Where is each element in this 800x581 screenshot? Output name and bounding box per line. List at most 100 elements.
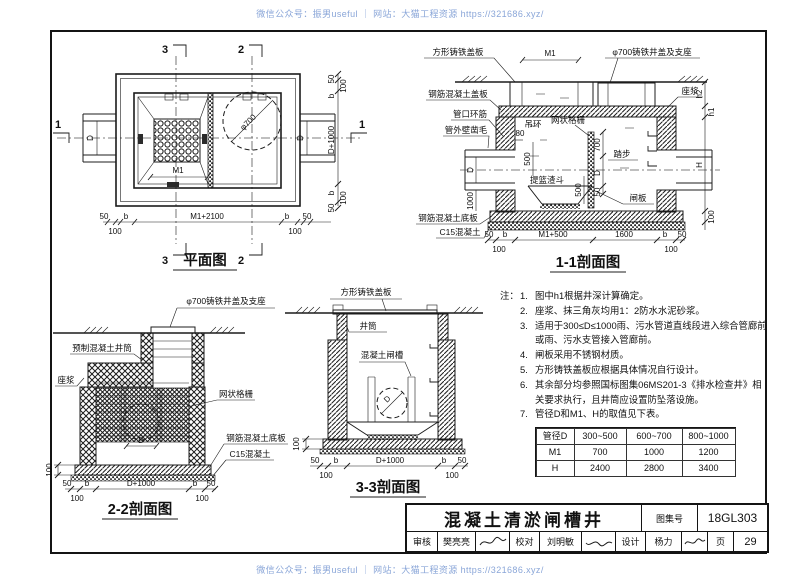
dim-label: 100 [319, 471, 333, 480]
table-cell: 1000 [625, 443, 683, 461]
section-3-3-drawing: 方形铸铁盖板 D 井筒 混凝土闸槽 [282, 282, 510, 518]
dim-label: M1 [172, 166, 184, 175]
note-text: 方形铸铁盖板应根据具体情况自行设计。 [535, 363, 704, 375]
table-cell: 3400 [681, 459, 736, 477]
dim-label: H [695, 162, 704, 168]
label-mortar: 座浆 [681, 86, 699, 96]
dim-label: 50 [458, 456, 467, 465]
section-2-2-svg: φ700铸铁井盖及支座 D 预制混凝土井筒 [45, 296, 288, 520]
note-text: 其余部分均参照国标图集06MS201-3《排水检查井》相关要求执行，且井筒应设置… [535, 378, 762, 405]
plan-view-drawing: 3 2 3 2 1 1 D D [45, 36, 375, 286]
plan-pipes: D D [82, 113, 336, 163]
note-text: 图中h1根据井深计算确定。 [535, 290, 649, 301]
label-concrete-slot: 混凝土闸槽 [361, 350, 404, 360]
s22-dims: 100 50 b 100 D+1000 b 50 100 [45, 461, 219, 503]
s22-leader-labels: 预制混凝土井筒 座浆 网状格栅 钢筋混凝土底板 C15混凝土 [55, 343, 288, 478]
s33-structure: D [319, 304, 466, 455]
dim-label: 100 [492, 245, 506, 254]
s11-leader-labels: 方形铸铁盖板 φ700铸铁井盖及支座 座浆 钢筋混凝土盖板 管口环筋 管外壁凿毛… [416, 47, 703, 239]
label-rc-base: 钢筋混凝土底板 [418, 213, 478, 223]
dim-label: b [85, 479, 90, 488]
dim-label: 100 [664, 245, 678, 254]
label-hook: 吊环 [524, 119, 542, 129]
atlas-number-label: 图集号 [641, 505, 697, 531]
dim-label: b [124, 212, 129, 221]
design-signature [681, 532, 707, 551]
s11-ground [455, 75, 707, 83]
dim-label: b [442, 456, 447, 465]
label-mesh: 网状格栅 [551, 115, 586, 125]
table-cell: 2400 [573, 459, 627, 477]
section-marker-2: 2 [238, 44, 244, 56]
plan-dim-chain-right: 50 100 b D+1000 b 100 50 [327, 70, 348, 212]
dim-label: 100 [339, 191, 348, 205]
dim-label: M1+2100 [190, 212, 224, 221]
section-1-1-title: 1-1剖面图 [556, 253, 620, 271]
label-rc-base: 钢筋混凝土底板 [226, 433, 286, 443]
dim-label: 1600 [615, 230, 633, 239]
plan-well-walls [115, 73, 301, 207]
dim-label: 50 [63, 479, 72, 488]
dim-label: 100 [70, 494, 84, 503]
dim-label: M1+500 [538, 230, 568, 239]
dim-label: 1000 [466, 192, 475, 210]
table-header-cell: 600~700 [625, 427, 683, 445]
dim-label: 50 [207, 479, 216, 488]
dim-label: 50 [593, 187, 602, 196]
note-number: 2. [520, 304, 528, 316]
section-2-2-drawing: φ700铸铁井盖及支座 D 预制混凝土井筒 [44, 284, 309, 524]
dim-label: D [466, 167, 475, 173]
note-item: 5. 方形铸铁盖板应根据具体情况自行设计。 [500, 363, 770, 378]
s11-covers: M1 [509, 49, 656, 107]
dim-label: D+1000 [327, 125, 336, 154]
table-header-cell: 300~500 [573, 427, 627, 445]
dim-label: 50 [678, 230, 687, 239]
dim-label: b [327, 93, 336, 98]
dim-label: 100 [339, 79, 348, 93]
title-block-row-1: 混凝土清淤闸槽井 图集号 18GL303 [407, 505, 767, 531]
signature-graphic [479, 536, 506, 545]
dim-label: b [334, 456, 339, 465]
plan-section-flags: 3 2 3 2 1 1 [53, 44, 367, 267]
dim-label: b [193, 479, 198, 488]
dim-label: 500 [574, 183, 583, 197]
dim-label: 50 [303, 212, 312, 221]
shaft-diameter-label: φ700 [238, 112, 258, 132]
section-marker-2: 2 [238, 255, 244, 267]
dim-label: 100 [108, 227, 122, 236]
dim-label: 100 [292, 437, 301, 451]
table-cell: 2800 [625, 459, 683, 477]
dim-label: h1 [707, 107, 716, 116]
sheet-border [50, 30, 767, 554]
dim-label: D+1000 [376, 456, 405, 465]
label-precast-shaft: 预制混凝土井筒 [72, 343, 132, 353]
label-c15: C15混凝土 [229, 449, 271, 459]
label-phi700-cover: φ700铸铁井盖及支座 [186, 296, 266, 306]
label-square-cover: 方形铸铁盖板 [340, 287, 392, 297]
dim-label: 50 [485, 230, 494, 239]
pipe-size-table: 管径D 300~500 600~700 800~1000 M1 700 1000… [535, 427, 736, 477]
section-3-3-svg: 方形铸铁盖板 D 井筒 混凝土闸槽 [285, 287, 483, 498]
note-number: 7. [520, 408, 528, 420]
dim-label: 500 [523, 152, 532, 166]
label-c15: C15混凝土 [439, 227, 481, 237]
notes-heading: 注： [500, 290, 519, 301]
audit-label: 审核 [412, 537, 431, 547]
plan-interior: φ700 M1 [137, 91, 282, 189]
dim-label: D [593, 170, 602, 176]
note-item: 2. 座浆、抹三角灰均用1：2防水水泥砂浆。 [500, 304, 770, 319]
plan-title: 平面图 [183, 252, 227, 269]
label-ring-rebar: 管口环筋 [453, 109, 487, 119]
table-cell: 700 [573, 443, 627, 461]
dim-label: b [327, 190, 336, 195]
proof-signature [581, 532, 615, 551]
watermark-top: 微信公众号：振男useful ｜ 网站：大猫工程资源 https://32168… [256, 9, 544, 19]
dim-label: D [382, 394, 393, 405]
note-text: 管径D和M1、H的取值见下表。 [535, 408, 665, 420]
drawing-title: 混凝土清淤闸槽井 [444, 510, 604, 530]
pipe-diameter-label: D [296, 135, 305, 141]
dim-label: 700 [593, 138, 602, 152]
section-2-2-title: 2-2剖面图 [108, 500, 172, 518]
note-item: 注： 1. 图中h1根据井深计算确定。 [500, 289, 770, 304]
